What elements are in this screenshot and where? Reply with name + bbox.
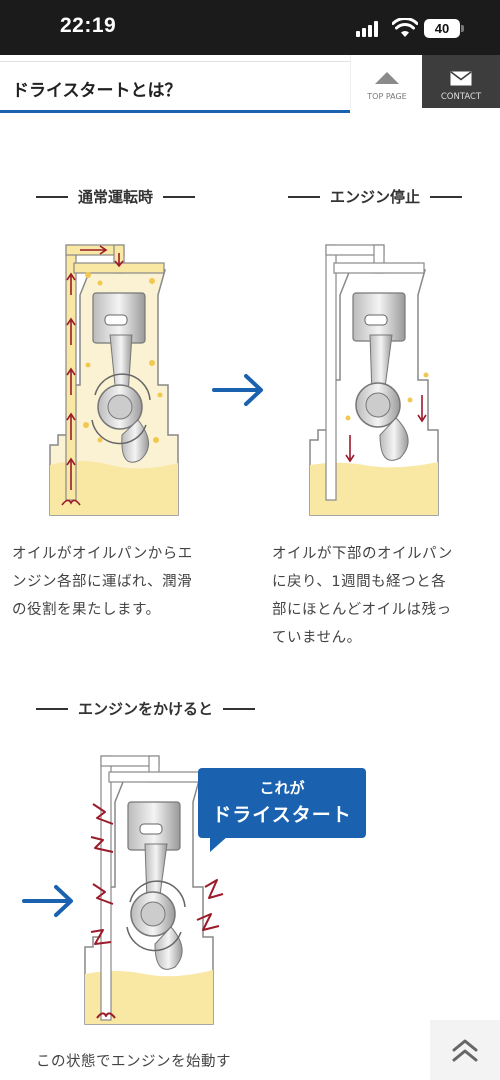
caption-stopped-line: オイルが下部のオイルパン (272, 546, 453, 562)
top-page-button[interactable]: TOP PAGE (350, 55, 422, 108)
caption-normal-line: ンジン各部に運ばれ、潤滑 (12, 574, 193, 590)
caption-stopped-line: に戻り、1週間も経つと各 (272, 574, 447, 590)
mail-icon (450, 71, 472, 86)
caption-stopped: オイルが下部のオイルパン に戻り、1週間も経つと各 部にほとんどオイルは残っ て… (272, 540, 453, 652)
heading-start-text: エンジンをかけると (78, 700, 214, 718)
caption-start-line: この状態でエンジンを始動す (36, 1054, 231, 1070)
heading-stopped-text: エンジン停止 (330, 188, 421, 206)
contact-label: CONTACT (440, 92, 482, 102)
double-chevron-up-icon (452, 1039, 478, 1062)
caption-stopped-line: 部にほとんどオイルは残っ (272, 602, 452, 618)
arrow-right-icon (22, 885, 73, 917)
triangle-up-icon (375, 72, 399, 84)
caption-normal: オイルがオイルパンからエ ンジン各部に運ばれ、潤滑 の役割を果たします。 (12, 540, 193, 624)
arrow-right-icon (212, 374, 263, 406)
status-time: 22:19 (60, 14, 117, 37)
contact-button[interactable]: CONTACT (422, 55, 500, 108)
title-underline (0, 110, 350, 113)
page-title: ドライスタートとは？ (12, 81, 182, 101)
caption-start: この状態でエンジンを始動す (36, 1048, 231, 1076)
caption-stopped-line: ていません。 (272, 630, 362, 646)
header-divider (0, 61, 350, 62)
callout-tail (210, 836, 228, 852)
battery-tip (461, 25, 464, 32)
dry-start-callout: これが ドライスタート (198, 768, 366, 838)
top-page-label: TOP PAGE (367, 92, 407, 101)
engine-start-diagram (84, 755, 224, 1025)
heading-normal: 通常運転時 (36, 186, 196, 207)
heading-stopped: エンジン停止 (288, 186, 463, 207)
scroll-to-top-button[interactable] (430, 1020, 500, 1080)
battery-icon: 40 (424, 19, 460, 38)
engine-stopped-diagram (309, 244, 439, 516)
heading-start: エンジンをかけると (36, 698, 256, 719)
caption-normal-line: の役割を果たします。 (12, 602, 161, 618)
callout-line1: これが (259, 779, 305, 797)
signal-icon (356, 21, 382, 37)
heading-normal-text: 通常運転時 (78, 188, 154, 206)
callout-line2: ドライスタート (212, 804, 352, 826)
status-bar: 22:19 40 (0, 0, 500, 55)
caption-normal-line: オイルがオイルパンからエ (12, 546, 193, 562)
engine-normal-diagram (49, 244, 179, 516)
wifi-icon (392, 18, 418, 37)
